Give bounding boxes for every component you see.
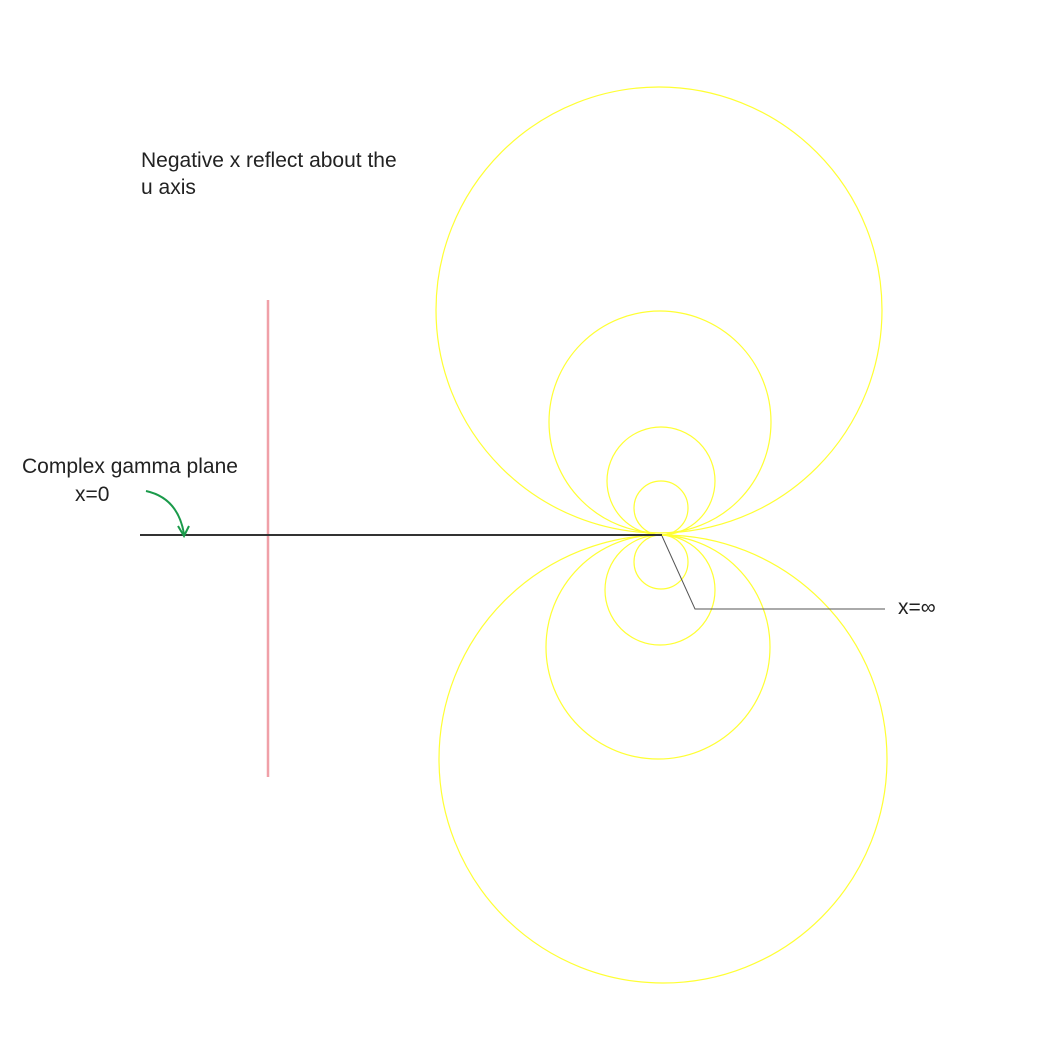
- upper-reactance-circles: [435, 86, 883, 536]
- upper-circle-large: [435, 86, 883, 534]
- x-infinity-leader-line: [661, 535, 885, 610]
- x-zero-arrowhead: [177, 525, 190, 539]
- lower-circle-small: [604, 534, 716, 646]
- upper-circle-tiny: [633, 480, 689, 536]
- lower-reactance-circles: [438, 534, 888, 984]
- upper-circle-medium: [548, 310, 772, 534]
- x-zero-pointer-arrow: [145, 490, 185, 535]
- complex-gamma-plane-label: Complex gamma plane: [22, 455, 238, 478]
- reflection-note-line2: u axis: [141, 176, 196, 199]
- lower-circle-tiny: [633, 534, 689, 590]
- reflection-note-line1: Negative x reflect about the: [141, 149, 397, 172]
- x-zero-label: x=0: [75, 483, 110, 506]
- x-infinity-label: x=∞: [898, 596, 936, 619]
- lower-circle-medium: [545, 534, 771, 760]
